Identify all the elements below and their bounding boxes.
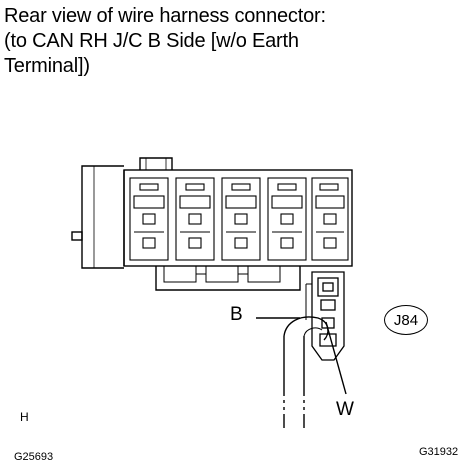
terminal-pin: [305, 271, 345, 361]
connector-id-text: J84: [393, 311, 419, 329]
connector-id-badge: J84: [384, 305, 428, 335]
wire-bundle: [283, 316, 329, 341]
caption-line-1: Rear view of wire harness connector:: [4, 5, 326, 27]
cavity-column-1: [129, 177, 169, 261]
marker-h: H: [20, 410, 29, 424]
caption-line-2: (to CAN RH J/C B Side [w/o Earth: [4, 30, 299, 52]
figure-code-left: G25693: [14, 451, 54, 463]
figure-code-right: G31932: [419, 446, 459, 458]
cavity-column-4: [267, 177, 307, 261]
wire-w-leader: [325, 321, 347, 395]
terminal-cavities: [129, 177, 349, 261]
diagram-caption: Rear view of wire harness connector: (to…: [4, 4, 464, 79]
caption-line-3: Terminal]): [4, 55, 90, 77]
wire-label-b: B: [230, 304, 243, 325]
connector-top-latch: [139, 157, 173, 170]
cavity-column-2: [175, 177, 215, 261]
cavity-column-3: [221, 177, 261, 261]
connector-side-tab: [81, 165, 124, 269]
connector-bottom-skirt: [155, 266, 301, 291]
cavity-column-5: [311, 177, 349, 261]
wire-label-w: W: [336, 399, 354, 420]
